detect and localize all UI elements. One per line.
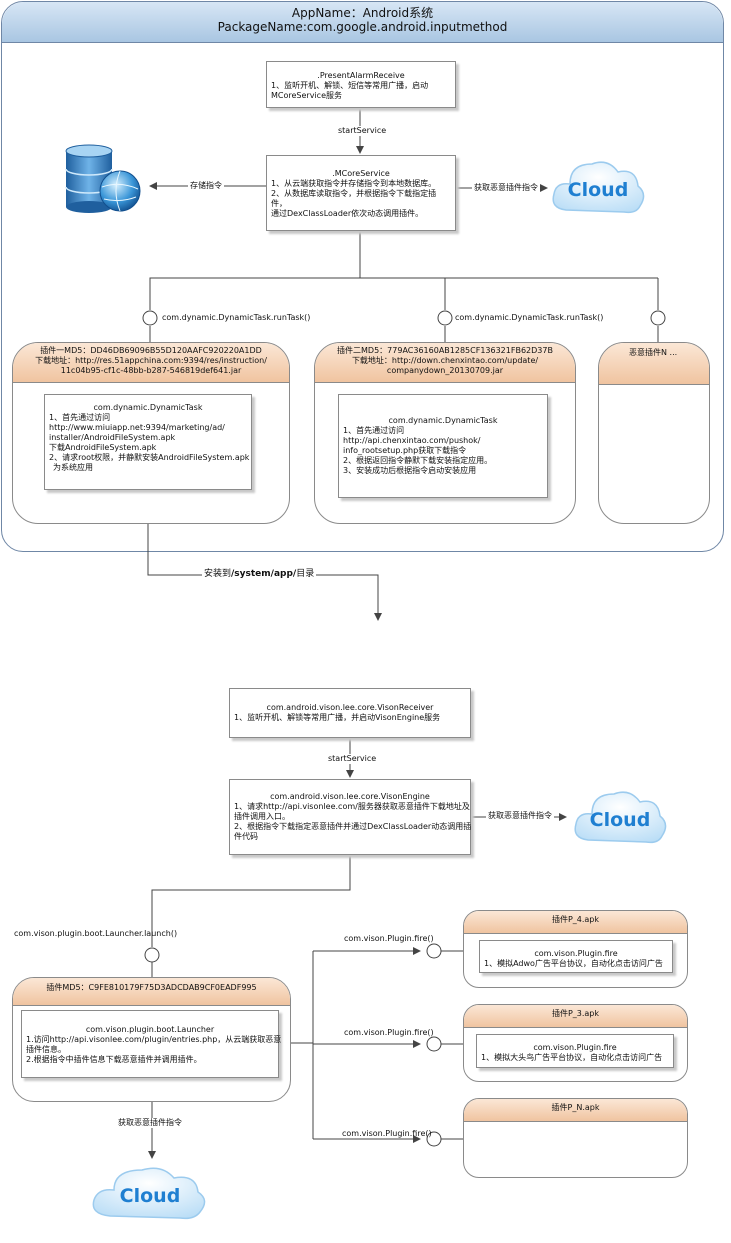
plugin-p4-header: 插件P_4.apk xyxy=(464,911,687,934)
package-name: PackageName:com.google.android.inputmeth… xyxy=(217,20,508,34)
plugin-two-url: 下载地址：http://down.chenxintao.com/update/ xyxy=(351,356,539,365)
plugin-p3-fire-title: com.vison.Plugin.fire xyxy=(533,1043,617,1052)
plugin-n-header: 恶意插件N ... xyxy=(599,343,709,385)
plugin-two-header: 插件二MD5：779AC36160AB1285CF136321FB62D37B … xyxy=(315,343,575,383)
plugin-one-task-line: installer/AndroidFileSystem.apk xyxy=(49,433,176,442)
plugin-one-task-line: 2、请求root权限，并静默安装AndroidFileSystem.apk xyxy=(49,453,250,462)
launcher-box-line: 1.访问http://api.visonlee.com/plugin/entri… xyxy=(26,1035,282,1044)
plugin-pn-header: 插件P_N.apk xyxy=(464,1099,687,1122)
receiver-body: 1、监听开机、解锁、短信等常用广播，启动MCoreService服务 xyxy=(271,81,429,100)
plugin-one-task-title: com.dynamic.DynamicTask xyxy=(93,403,203,412)
vison-engine-line: 2、根据指令下载指定恶意插件并通过DexClassLoader动态调用插 xyxy=(234,822,472,831)
service-line-3: 通过DexClassLoader依次动态调用插件。 xyxy=(271,209,424,218)
start-service-label: startService xyxy=(338,126,387,136)
vison-receiver-box: com.android.vison.lee.core.VisonReceiver… xyxy=(229,688,471,738)
cloud-text: Cloud xyxy=(120,1185,181,1207)
database-icon xyxy=(65,144,141,213)
cloud-text: Cloud xyxy=(568,179,629,201)
run-task-label-2: com.dynamic.DynamicTask.runTask() xyxy=(455,313,604,323)
plugin-one-url: 下载地址：http://res.51appchina.com:9394/res/… xyxy=(35,356,267,365)
vison-engine-box: com.android.vison.lee.core.VisonEngine 1… xyxy=(229,779,471,855)
plugin-two-task-line: info_rootsetup.php获取下载指令 xyxy=(343,446,467,455)
plugin-fire-label-3: com.vison.Plugin.fire() xyxy=(342,1129,432,1138)
plugin-two-task-line: http://api.chenxintao.com/pushok/ xyxy=(343,436,481,445)
install-label-path: /system/app/ xyxy=(231,569,297,579)
plugin-fire-label-2: com.vison.Plugin.fire() xyxy=(344,1028,434,1037)
receiver-title: .PresentAlarmReceive xyxy=(317,71,405,80)
plugin-n-container: 恶意插件N ... xyxy=(598,342,710,524)
service-line-1: 1、从云端获取指令并存储指令到本地数据库。 xyxy=(271,179,437,188)
store-instruction-label: 存储指令 xyxy=(188,181,224,191)
install-label-prefix: 安装到 xyxy=(204,569,232,579)
plugin-p4-fire-body: 1、模拟Adwo广告平台协议，自动化点击访问广告 xyxy=(484,959,663,968)
plugin-p3-fire-box: com.vison.Plugin.fire 1、模拟大头鸟广告平台协议，自动化点… xyxy=(476,1034,674,1068)
plugin-one-task-line: http://www.miuiapp.net:9394/marketing/ad… xyxy=(49,423,225,432)
cloud-icon: Cloud xyxy=(574,791,667,844)
plugin-two-md5: 插件二MD5：779AC36160AB1285CF136321FB62D37B xyxy=(337,346,553,355)
vison-fetch-instruction-label: 获取恶意插件指令 xyxy=(486,811,554,821)
vison-engine-line: 1、请求http://api.visonlee.com/服务器获取恶意插件下载地… xyxy=(234,802,470,811)
launcher-box-line: 插件信息。 xyxy=(26,1045,66,1054)
plugin-pn-container: 插件P_N.apk xyxy=(463,1098,688,1178)
present-alarm-receiver-box: .PresentAlarmReceive 1、监听开机、解锁、短信等常用广播，启… xyxy=(266,61,456,108)
vison-receiver-body: 1、监听开机、解锁等常用广播，并启动VisonEngine服务 xyxy=(234,713,441,722)
plugin-one-task-box: com.dynamic.DynamicTask 1、首先通过访问 http://… xyxy=(44,394,252,490)
vison-start-service-label: startService xyxy=(328,754,377,764)
plugin-two-task-line: 1、首先通过访问 xyxy=(343,426,405,435)
plugin-one-task-line: 下载AndroidFileSystem.apk xyxy=(49,443,157,452)
plugin-two-task-line: 2、根据返回指令静默下载安装指定应用。 xyxy=(343,456,493,465)
plugin-p3-fire-body: 1、模拟大头鸟广告平台协议，自动化点击访问广告 xyxy=(481,1053,663,1062)
main-plugin-header: 插件MD5：C9FE810179F75D3ADCDAB9CF0EADF995 xyxy=(13,978,290,1006)
service-line-2: 2、从数据库读取指令，并根据指令下载指定插件， xyxy=(271,189,437,208)
launcher-box-line: 2.根据指令中插件信息下载恶意插件并调用插件。 xyxy=(26,1055,202,1064)
service-title: .MCoreService xyxy=(332,169,390,178)
plugin-p4-fire-box: com.vison.Plugin.fire 1、模拟Adwo广告平台协议，自动化… xyxy=(479,940,673,973)
vison-engine-title: com.android.vison.lee.core.VisonEngine xyxy=(270,792,430,801)
plugin-one-task-line: 为系统应用 xyxy=(53,463,93,472)
cloud-icon: Cloud xyxy=(552,161,645,214)
app-name: AppName：Android系统 xyxy=(291,6,434,20)
vison-engine-line: 插件调用入口。 xyxy=(234,812,290,821)
install-label: 安装到/system/app/目录 xyxy=(202,569,317,580)
android-system-panel-title: AppName：Android系统 PackageName:com.google… xyxy=(2,2,723,43)
plugin-fire-label-1: com.vison.Plugin.fire() xyxy=(344,934,434,943)
launcher-box: com.vison.plugin.boot.Launcher 1.访问http:… xyxy=(21,1010,282,1078)
plugin-one-url-cont: 11c04b95-cf1c-48bb-b287-546819def641.jar xyxy=(60,366,242,375)
plugin-two-task-line: 3、安装成功后根据指令启动安装应用 xyxy=(343,466,477,475)
cloud-text: Cloud xyxy=(590,809,651,831)
cloud-icon: Cloud xyxy=(92,1167,206,1220)
bottom-fetch-instruction-label: 获取恶意插件指令 xyxy=(116,1118,184,1128)
plugin-two-task-title: com.dynamic.DynamicTask xyxy=(388,416,498,425)
plugin-p4-fire-title: com.vison.Plugin.fire xyxy=(534,949,618,958)
plugin-p3-header: 插件P_3.apk xyxy=(464,1005,687,1028)
fetch-instruction-label: 获取恶意插件指令 xyxy=(472,183,540,193)
plugin-one-task-line: 1、首先通过访问 xyxy=(49,413,111,422)
launcher-box-title: com.vison.plugin.boot.Launcher xyxy=(85,1025,215,1034)
plugin-one-md5: 插件一MD5：DD46DB69096B55D120AAFC920220A1DD xyxy=(40,346,262,355)
vison-receiver-title: com.android.vison.lee.core.VisonReceiver xyxy=(266,703,434,712)
plugin-one-header: 插件一MD5：DD46DB69096B55D120AAFC920220A1DD … xyxy=(13,343,289,383)
plugin-two-task-box: com.dynamic.DynamicTask 1、首先通过访问 http://… xyxy=(338,394,548,498)
launcher-launch-label: com.vison.plugin.boot.Launcher.launch() xyxy=(14,929,178,938)
plugin-two-url-cont: companydown_20130709.jar xyxy=(386,366,504,375)
run-task-label-1: com.dynamic.DynamicTask.runTask() xyxy=(162,313,311,323)
mcore-service-box: .MCoreService 1、从云端获取指令并存储指令到本地数据库。 2、从数… xyxy=(266,155,456,231)
vison-engine-line: 件代码 xyxy=(234,832,258,841)
install-label-suffix: 目录 xyxy=(296,569,315,579)
